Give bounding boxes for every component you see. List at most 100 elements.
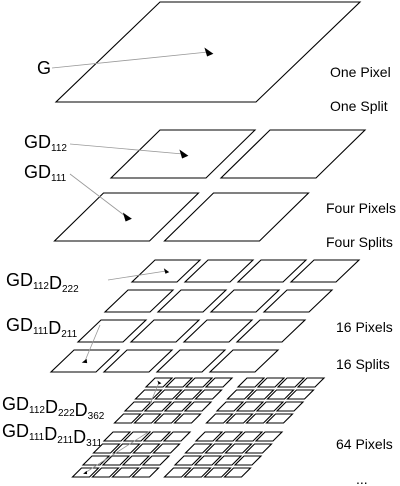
tile-l3-r2-c2 (163, 401, 193, 412)
tile-l3-r2-c3 (183, 401, 213, 412)
tile-l3-r4-c4 (194, 431, 224, 442)
marker-arrow-l2-m0 (163, 268, 170, 274)
tile-l3-r5-c5 (204, 443, 233, 454)
tile-l3-r1-c4 (226, 389, 255, 400)
tile-l3-r1-c6 (266, 389, 295, 400)
tile-l3-r1-c3 (194, 389, 223, 400)
label-gd112-d222-d362: GD112D222D362 (2, 394, 105, 422)
tile-l3-r3-c1 (133, 413, 162, 424)
side-label-one-pixel: One Pixel (330, 64, 391, 80)
side-label-four-pixels: Four Pixels (326, 200, 396, 216)
tile-l3-r5-c4 (184, 443, 213, 454)
marker-arrow-l3-m1 (83, 470, 88, 475)
tile-l3-r7-c2 (111, 467, 140, 478)
tile-l3-r2-c0 (123, 401, 153, 412)
tile-l3-r2-c4 (215, 401, 245, 412)
label-gd111-d211: GD111D211 (6, 315, 78, 340)
tile-l3-r6-c6 (213, 455, 243, 466)
tile-l3-r4-c0 (102, 431, 132, 442)
tile-l3-r2-c6 (255, 401, 285, 412)
tile-l3-r3-c7 (265, 413, 294, 424)
tile-l3-r3-c2 (153, 413, 182, 424)
tile-l1-r0-c1 (219, 129, 367, 179)
tile-l2-r2-c1 (129, 319, 201, 343)
tile-l3-r3-c6 (245, 413, 274, 424)
tile-l2-r1-c2 (209, 289, 281, 313)
tile-l3-r5-c3 (152, 443, 181, 454)
tile-l3-r4-c3 (162, 431, 192, 442)
tile-l2-r0-c2 (236, 259, 308, 283)
tile-l3-r4-c2 (142, 431, 172, 442)
label-g: G (37, 58, 51, 78)
tile-l3-r4-c5 (214, 431, 244, 442)
leader-l2-m0 (107, 270, 167, 281)
tile-l3-r5-c7 (244, 443, 273, 454)
tile-l3-r6-c1 (101, 455, 131, 466)
tile-l3-r7-c4 (163, 467, 192, 478)
tile-l2-r2-c3 (235, 319, 307, 343)
tile-l3-r0-c5 (256, 377, 286, 388)
tile-l3-r7-c3 (131, 467, 160, 478)
leader-l0-m0 (51, 51, 209, 69)
tile-l2-r3-c1 (102, 349, 174, 373)
label-gd112: GD112 (24, 132, 67, 154)
tile-l3-r6-c3 (141, 455, 171, 466)
side-label-64-pixels: 64 Pixels (336, 436, 393, 452)
leader-l2-m1 (84, 324, 101, 362)
tile-l3-r5-c0 (92, 443, 121, 454)
tile-l3-r4-c7 (254, 431, 284, 442)
tile-l3-r2-c1 (143, 401, 173, 412)
label-leaders (51, 51, 209, 473)
marker-arrow-l1-m1 (122, 212, 132, 222)
tile-l3-r6-c7 (233, 455, 263, 466)
tile-l3-r3-c4 (205, 413, 234, 424)
tile-l3-r1-c7 (286, 389, 315, 400)
marker-arrow-l1-m0 (179, 149, 189, 159)
tile-l3-r5-c6 (224, 443, 253, 454)
tile-l2-r1-c0 (103, 289, 175, 313)
tile-l3-r7-c1 (91, 467, 120, 478)
tile-l3-r0-c1 (164, 377, 194, 388)
tile-l3-r1-c1 (154, 389, 183, 400)
tile-l2-r3-c2 (155, 349, 227, 373)
marker-arrow-l0-m0 (204, 47, 214, 57)
tile-layers (49, 1, 367, 478)
leader-l1-m1 (69, 173, 127, 218)
tile-l3-r1-c2 (174, 389, 203, 400)
tile-l2-r3-c3 (208, 349, 280, 373)
side-label-four-splits: Four Splits (326, 234, 393, 250)
tile-l3-r6-c5 (193, 455, 223, 466)
tile-l3-r2-c5 (235, 401, 265, 412)
label-gd111: GD111 (24, 162, 67, 184)
tile-l3-r2-c7 (275, 401, 305, 412)
tile-l3-r1-c5 (246, 389, 275, 400)
tile-l3-r5-c2 (132, 443, 161, 454)
marker-arrows (81, 47, 214, 475)
label-gd111-d211-d311: GD111D211D311 (2, 421, 103, 449)
tile-l3-r0-c6 (276, 377, 306, 388)
tile-l3-r7-c5 (183, 467, 212, 478)
tile-l3-r6-c2 (121, 455, 151, 466)
tile-l3-r6-c4 (173, 455, 203, 466)
tile-l2-r1-c1 (156, 289, 228, 313)
tile-l2-r2-c2 (182, 319, 254, 343)
tile-l3-r6-c0 (81, 455, 111, 466)
tile-l3-r7-c6 (203, 467, 232, 478)
marker-arrow-l3-m0 (157, 380, 162, 385)
tile-l3-r3-c5 (225, 413, 254, 424)
tile-l3-r3-c0 (113, 413, 142, 424)
tile-l2-r1-c3 (262, 289, 334, 313)
tile-l2-r0-c3 (289, 259, 361, 283)
leader-l1-m0 (69, 143, 184, 155)
side-label-one-split: One Split (330, 98, 388, 114)
side-label-16-pixels: 16 Pixels (336, 319, 393, 335)
leader-l3-m0 (149, 382, 160, 405)
side-label-16-splits: 16 Splits (336, 356, 390, 372)
label-gd112-d222: GD112D222 (6, 270, 79, 295)
tile-l3-r3-c3 (173, 413, 202, 424)
tile-l3-r4-c1 (122, 431, 152, 442)
tile-l3-r0-c4 (236, 377, 266, 388)
tile-l2-r0-c1 (183, 259, 255, 283)
tile-l1-r1-c1 (163, 192, 310, 242)
